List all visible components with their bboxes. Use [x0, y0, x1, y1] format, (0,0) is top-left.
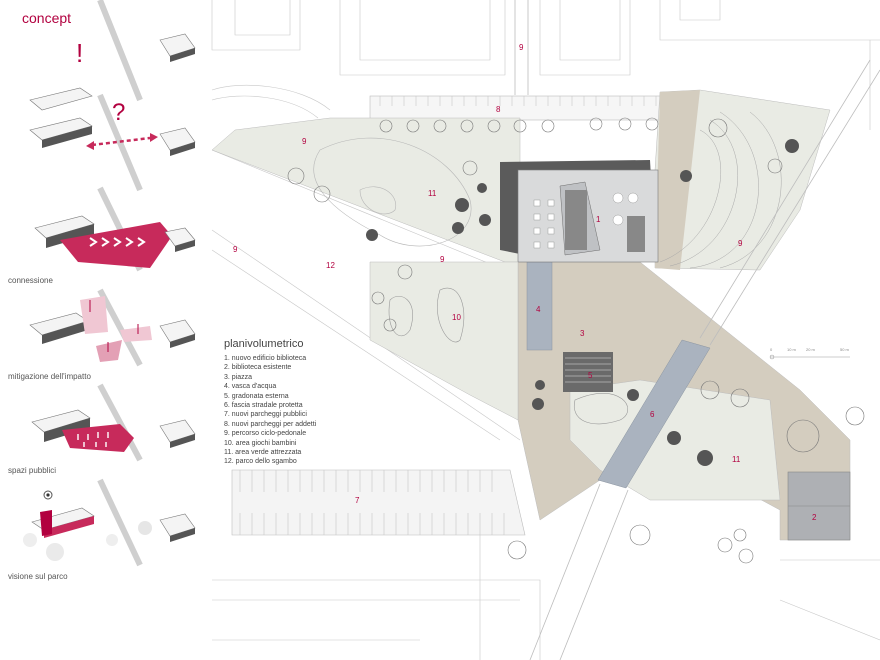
protected-road-strip: [529, 59, 880, 660]
label-2: 2: [812, 513, 817, 522]
existing-library: [787, 471, 851, 541]
legend-item: 9. percorso ciclo-pedonale: [224, 430, 307, 438]
scale-20: 20 m: [806, 347, 816, 352]
step-label-mitigazione: mitigazione dell'impatto: [8, 372, 91, 381]
legend-item: 10. area giochi bambini: [224, 439, 297, 447]
label-4: 4: [536, 305, 541, 314]
legend-item: 11. area verde attrezzata: [224, 449, 302, 457]
new-library-building: [500, 160, 659, 263]
legend-item: 7. nuovi parcheggi pubblici: [224, 411, 307, 419]
staff-parking: [369, 95, 671, 121]
concept-title: concept: [22, 10, 72, 26]
label-11-north: 11: [428, 189, 437, 198]
park-east-contours: [654, 89, 831, 271]
label-1: 1: [596, 215, 601, 224]
legend-item: 6. fascia stradale protetta: [224, 402, 303, 410]
legend-item: 3. piazza: [224, 373, 253, 381]
label-7: 7: [355, 496, 360, 505]
street-grid: [211, 0, 880, 660]
scale-0: 0: [770, 347, 773, 352]
label-9-west: 9: [302, 137, 307, 146]
water-pool: [526, 261, 553, 351]
concept-step-problem: !: [29, 0, 196, 111]
dark-trees: [366, 139, 799, 466]
legend-item: 5. gradonata esterna: [224, 392, 289, 400]
legend-item: 1. nuovo edificio biblioteca: [224, 355, 307, 362]
concept-step-spazi-pubblici: [31, 383, 196, 462]
label-9-mid: 9: [440, 255, 445, 264]
scale-bar: 0 10 m 20 m 50 m: [769, 347, 850, 360]
concept-step-connessione: [34, 186, 196, 272]
cycle-path-north: [514, 0, 529, 95]
plan-labels: 1 2 3 4 5 6 7 8 9 9 9 9 9 10 11 11 12: [233, 43, 817, 522]
label-10: 10: [452, 313, 461, 322]
legend-item: 4. vasca d'acqua: [224, 383, 277, 391]
step-label-spazi-pubblici: spazi pubblici: [8, 466, 57, 475]
scale-10: 10 m: [787, 347, 797, 352]
question-mark: ?: [112, 99, 125, 126]
playground: [369, 261, 519, 421]
label-9-north: 9: [519, 43, 524, 52]
label-3: 3: [580, 329, 585, 338]
outdoor-steps: [563, 352, 613, 392]
legend: planivolumetrico 1. nuovo edificio bibli…: [224, 338, 316, 467]
label-9-east: 9: [738, 239, 743, 248]
public-parking: [231, 469, 526, 536]
concept-step-mitigazione: [29, 288, 196, 367]
legend-item: 2. biblioteca esistente: [224, 364, 292, 372]
label-9-dog: 9: [233, 245, 238, 254]
concept-step-question: ?: [29, 93, 196, 192]
concept-step-visione: [23, 478, 196, 567]
trees: [287, 117, 865, 564]
label-6: 6: [650, 410, 655, 419]
label-12: 12: [326, 261, 335, 270]
park-11-north: [211, 117, 521, 263]
label-8: 8: [496, 105, 501, 114]
step-label-connessione: connessione: [8, 276, 53, 285]
label-5: 5: [588, 371, 593, 380]
legend-title: planivolumetrico: [224, 338, 304, 350]
legend-item: 12. parco dello sgambo: [224, 458, 297, 466]
concept-diagrams: ! ?: [23, 0, 196, 567]
label-11-south: 11: [732, 455, 741, 464]
exclamation-mark: !: [76, 38, 83, 68]
legend-item: 8. nuovi parcheggi per addetti: [224, 420, 317, 428]
step-label-visione: visione sul parco: [8, 572, 68, 581]
legend-list: 1. nuovo edificio biblioteca 2. bibliote…: [224, 354, 316, 467]
scale-50: 50 m: [840, 347, 850, 352]
